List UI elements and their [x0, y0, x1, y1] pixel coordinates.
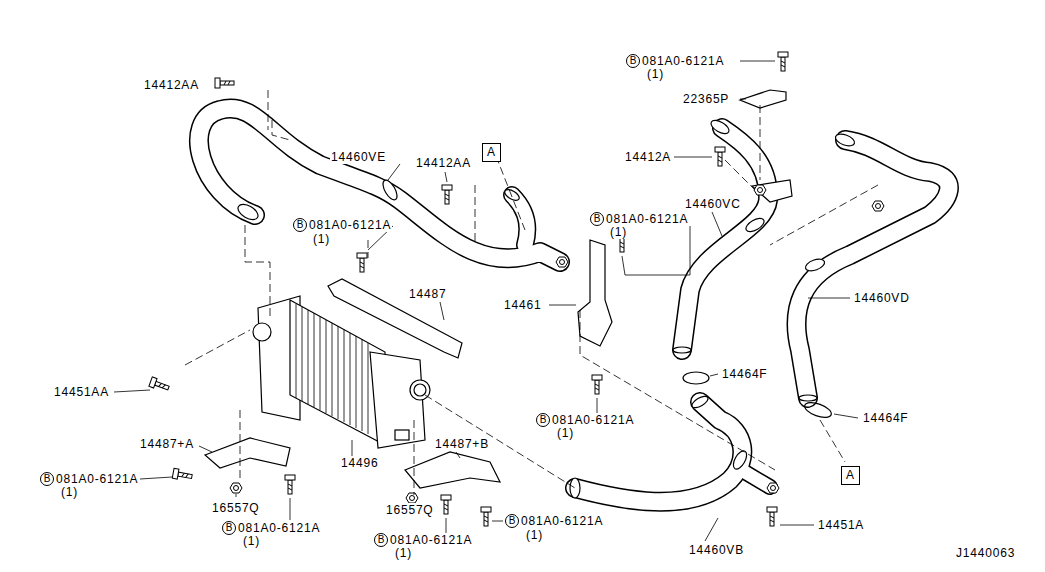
part-label: 14460VE	[330, 150, 387, 164]
part-label: (1)	[60, 485, 79, 499]
part-label: 081A0-6121A	[308, 218, 392, 232]
part-number: (1)	[313, 232, 330, 246]
part-number: 081A0-6121A	[390, 533, 472, 547]
callout-circle: B	[40, 472, 54, 486]
callout-letter: B	[297, 220, 304, 230]
part-label: (1)	[646, 67, 665, 81]
part-number: (1)	[647, 67, 664, 81]
part-label: 081A0-6121A	[520, 514, 604, 528]
part-label: 14460VD	[853, 291, 911, 305]
part-number: 081A0-6121A	[642, 54, 724, 68]
part-label: 14487+B	[434, 437, 490, 451]
part-label: 14487+A	[139, 437, 195, 451]
part-label: (1)	[242, 534, 261, 548]
callout-letter: B	[509, 516, 516, 526]
part-number: 14496	[341, 456, 378, 470]
hose-ends	[235, 118, 856, 498]
part-label: 14464F	[862, 411, 910, 425]
part-number: 081A0-6121A	[56, 472, 138, 486]
part-label: 081A0-6121A	[605, 212, 689, 226]
part-label: 22365P	[682, 92, 730, 106]
part-label: 14460VC	[684, 197, 742, 211]
part-number: (1)	[243, 534, 260, 548]
part-number: (1)	[395, 546, 412, 560]
callout-circle: B	[536, 413, 550, 427]
part-number: 14461	[504, 298, 541, 312]
leader-lines	[114, 61, 858, 541]
part-number: 14451A	[818, 518, 864, 532]
part-label: 14412A	[624, 150, 672, 164]
part-number: 081A0-6121A	[309, 218, 391, 232]
callout-letter: B	[378, 535, 385, 545]
part-label: 14464F	[721, 367, 769, 381]
part-number: 14464F	[863, 411, 909, 425]
part-number: 14460VC	[685, 197, 741, 211]
part-number: 14487	[409, 287, 446, 301]
callout-letter: B	[630, 56, 637, 66]
part-number: 16557Q	[386, 503, 434, 517]
part-number: 14412AA	[144, 78, 199, 92]
callout-circle: B	[590, 212, 604, 226]
callout-letter: B	[540, 415, 547, 425]
part-number: (1)	[526, 528, 543, 542]
part-label: 081A0-6121A	[641, 54, 725, 68]
part-number: 14451AA	[54, 385, 109, 399]
part-label: (1)	[312, 232, 331, 246]
part-label: 16557Q	[385, 503, 435, 517]
part-number: 16557Q	[212, 501, 260, 515]
part-label: 14412AA	[143, 78, 200, 92]
reference-box: A	[482, 143, 501, 162]
part-label: 14412AA	[415, 156, 472, 170]
dashed-lines	[185, 90, 878, 495]
part-label: 081A0-6121A	[551, 413, 635, 427]
part-number: 081A0-6121A	[606, 212, 688, 226]
callout-circle: B	[222, 521, 236, 535]
part-number: 14412A	[625, 150, 671, 164]
part-label: (1)	[394, 546, 413, 560]
part-number: 14464F	[722, 367, 768, 381]
part-number: 081A0-6121A	[552, 413, 634, 427]
part-number: 081A0-6121A	[238, 521, 320, 535]
callout-circle: B	[505, 514, 519, 528]
part-label: 081A0-6121A	[389, 533, 473, 547]
part-label: (1)	[525, 528, 544, 542]
part-number: 14460VB	[689, 543, 744, 557]
callout-letter: B	[44, 474, 51, 484]
part-label: 16557Q	[211, 501, 261, 515]
part-number: (1)	[61, 485, 78, 499]
hoses	[199, 108, 949, 501]
part-number: 14412AA	[416, 156, 471, 170]
part-number: 14487+B	[435, 437, 489, 451]
part-number: (1)	[557, 426, 574, 440]
part-number: 22365P	[683, 92, 729, 106]
part-label: 14487	[408, 287, 447, 301]
part-label: 081A0-6121A	[55, 472, 139, 486]
callout-letter: A	[487, 146, 495, 158]
part-number: 14460VE	[331, 150, 386, 164]
bolts	[149, 52, 884, 526]
brackets	[205, 90, 792, 488]
part-label: 14460VB	[688, 543, 745, 557]
part-label: 14461	[503, 298, 542, 312]
part-label: 081A0-6121A	[237, 521, 321, 535]
part-label: 14496	[340, 456, 379, 470]
reference-box: A	[841, 466, 860, 485]
callout-letter: B	[594, 214, 601, 224]
part-label: J1440063	[955, 546, 1016, 560]
callout-circle: B	[374, 533, 388, 547]
part-number: (1)	[610, 225, 627, 239]
part-number: 14487+A	[140, 437, 194, 451]
callout-letter: B	[226, 523, 233, 533]
part-label: (1)	[556, 426, 575, 440]
part-label: 14451AA	[53, 385, 110, 399]
part-number: 14460VD	[854, 291, 910, 305]
part-label: 14451A	[817, 518, 865, 532]
callout-circle: B	[626, 54, 640, 68]
callout-letter: A	[846, 469, 854, 481]
part-label: (1)	[609, 225, 628, 239]
part-number: 081A0-6121A	[521, 514, 603, 528]
callout-circle: B	[293, 218, 307, 232]
part-number: J1440063	[956, 546, 1015, 560]
